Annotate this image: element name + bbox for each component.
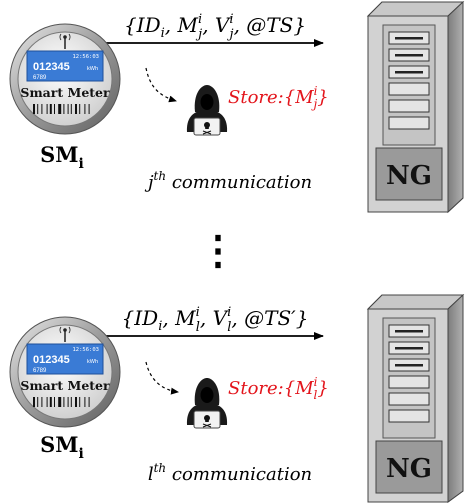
barcode-bar bbox=[58, 104, 62, 114]
barcode-bar bbox=[46, 397, 48, 407]
ng-panel bbox=[375, 147, 443, 201]
server-label: NG bbox=[386, 454, 432, 484]
communication-caption: lth communication bbox=[148, 461, 312, 485]
barcode-bar bbox=[37, 397, 39, 407]
meter-reading: 012345 bbox=[33, 354, 70, 366]
barcode-bar bbox=[49, 104, 52, 114]
barcode-bar bbox=[75, 104, 77, 114]
sm-label: SMi bbox=[40, 432, 84, 462]
meter-time: 12:56:03 bbox=[73, 347, 100, 353]
ng-panel bbox=[375, 440, 443, 494]
barcode-bar bbox=[88, 397, 90, 407]
smart-meter-icon: 12:56:03 012345 kWh 6789 Smart Meter bbox=[9, 23, 121, 135]
communication-caption: jth communication bbox=[144, 169, 312, 193]
server-slots bbox=[388, 31, 430, 130]
barcode-icon bbox=[33, 397, 90, 407]
barcode-icon bbox=[33, 104, 90, 114]
barcode-bar bbox=[75, 397, 77, 407]
meter-label: Smart Meter bbox=[20, 378, 110, 393]
server-icon: NG bbox=[366, 0, 465, 214]
sm-label: SMi bbox=[40, 142, 84, 172]
barcode-bar bbox=[84, 104, 86, 114]
barcode-bar bbox=[79, 397, 81, 407]
server-slots bbox=[388, 324, 430, 423]
barcode-bar bbox=[46, 104, 48, 114]
meter-serial: 6789 bbox=[33, 368, 47, 374]
barcode-bar bbox=[58, 397, 62, 407]
barcode-bar bbox=[67, 104, 69, 114]
barcode-bar bbox=[84, 397, 86, 407]
server-label: NG bbox=[386, 161, 432, 191]
intercept-arrow bbox=[145, 67, 177, 103]
barcode-bar bbox=[49, 397, 52, 407]
barcode-bar bbox=[41, 104, 43, 114]
meter-unit: kWh bbox=[87, 359, 98, 365]
barcode-bar bbox=[41, 397, 43, 407]
antenna-icon bbox=[59, 33, 71, 49]
barcode-bar bbox=[37, 104, 39, 114]
intercept-arrow bbox=[145, 361, 179, 395]
meter-reading: 012345 bbox=[33, 61, 70, 73]
meter-unit: kWh bbox=[87, 66, 98, 72]
barcode-bar bbox=[88, 104, 90, 114]
barcode-bar bbox=[70, 397, 72, 407]
meter-label: Smart Meter bbox=[20, 85, 110, 100]
skull-icon bbox=[202, 122, 212, 135]
meter-time: 12:56:03 bbox=[73, 54, 100, 60]
hacker-icon bbox=[186, 85, 228, 136]
barcode-bar bbox=[54, 104, 55, 114]
smart-meter-icon: 12:56:03 012345 kWh 6789 Smart Meter bbox=[9, 316, 121, 428]
server-icon: NG bbox=[366, 293, 465, 503]
meter-serial: 6789 bbox=[33, 75, 47, 81]
hacker-icon bbox=[186, 378, 228, 429]
barcode-bar bbox=[67, 397, 69, 407]
barcode-bar bbox=[79, 104, 81, 114]
barcode-bar bbox=[33, 397, 35, 407]
barcode-bar bbox=[63, 397, 65, 407]
meter-display bbox=[26, 50, 104, 82]
meter-display bbox=[26, 343, 104, 375]
ellipsis-separator: ⋮ bbox=[198, 227, 238, 274]
barcode-bar bbox=[70, 104, 72, 114]
antenna-icon bbox=[59, 326, 71, 342]
barcode-bar bbox=[54, 397, 55, 407]
barcode-bar bbox=[63, 104, 65, 114]
skull-icon bbox=[202, 415, 212, 428]
barcode-bar bbox=[33, 104, 35, 114]
